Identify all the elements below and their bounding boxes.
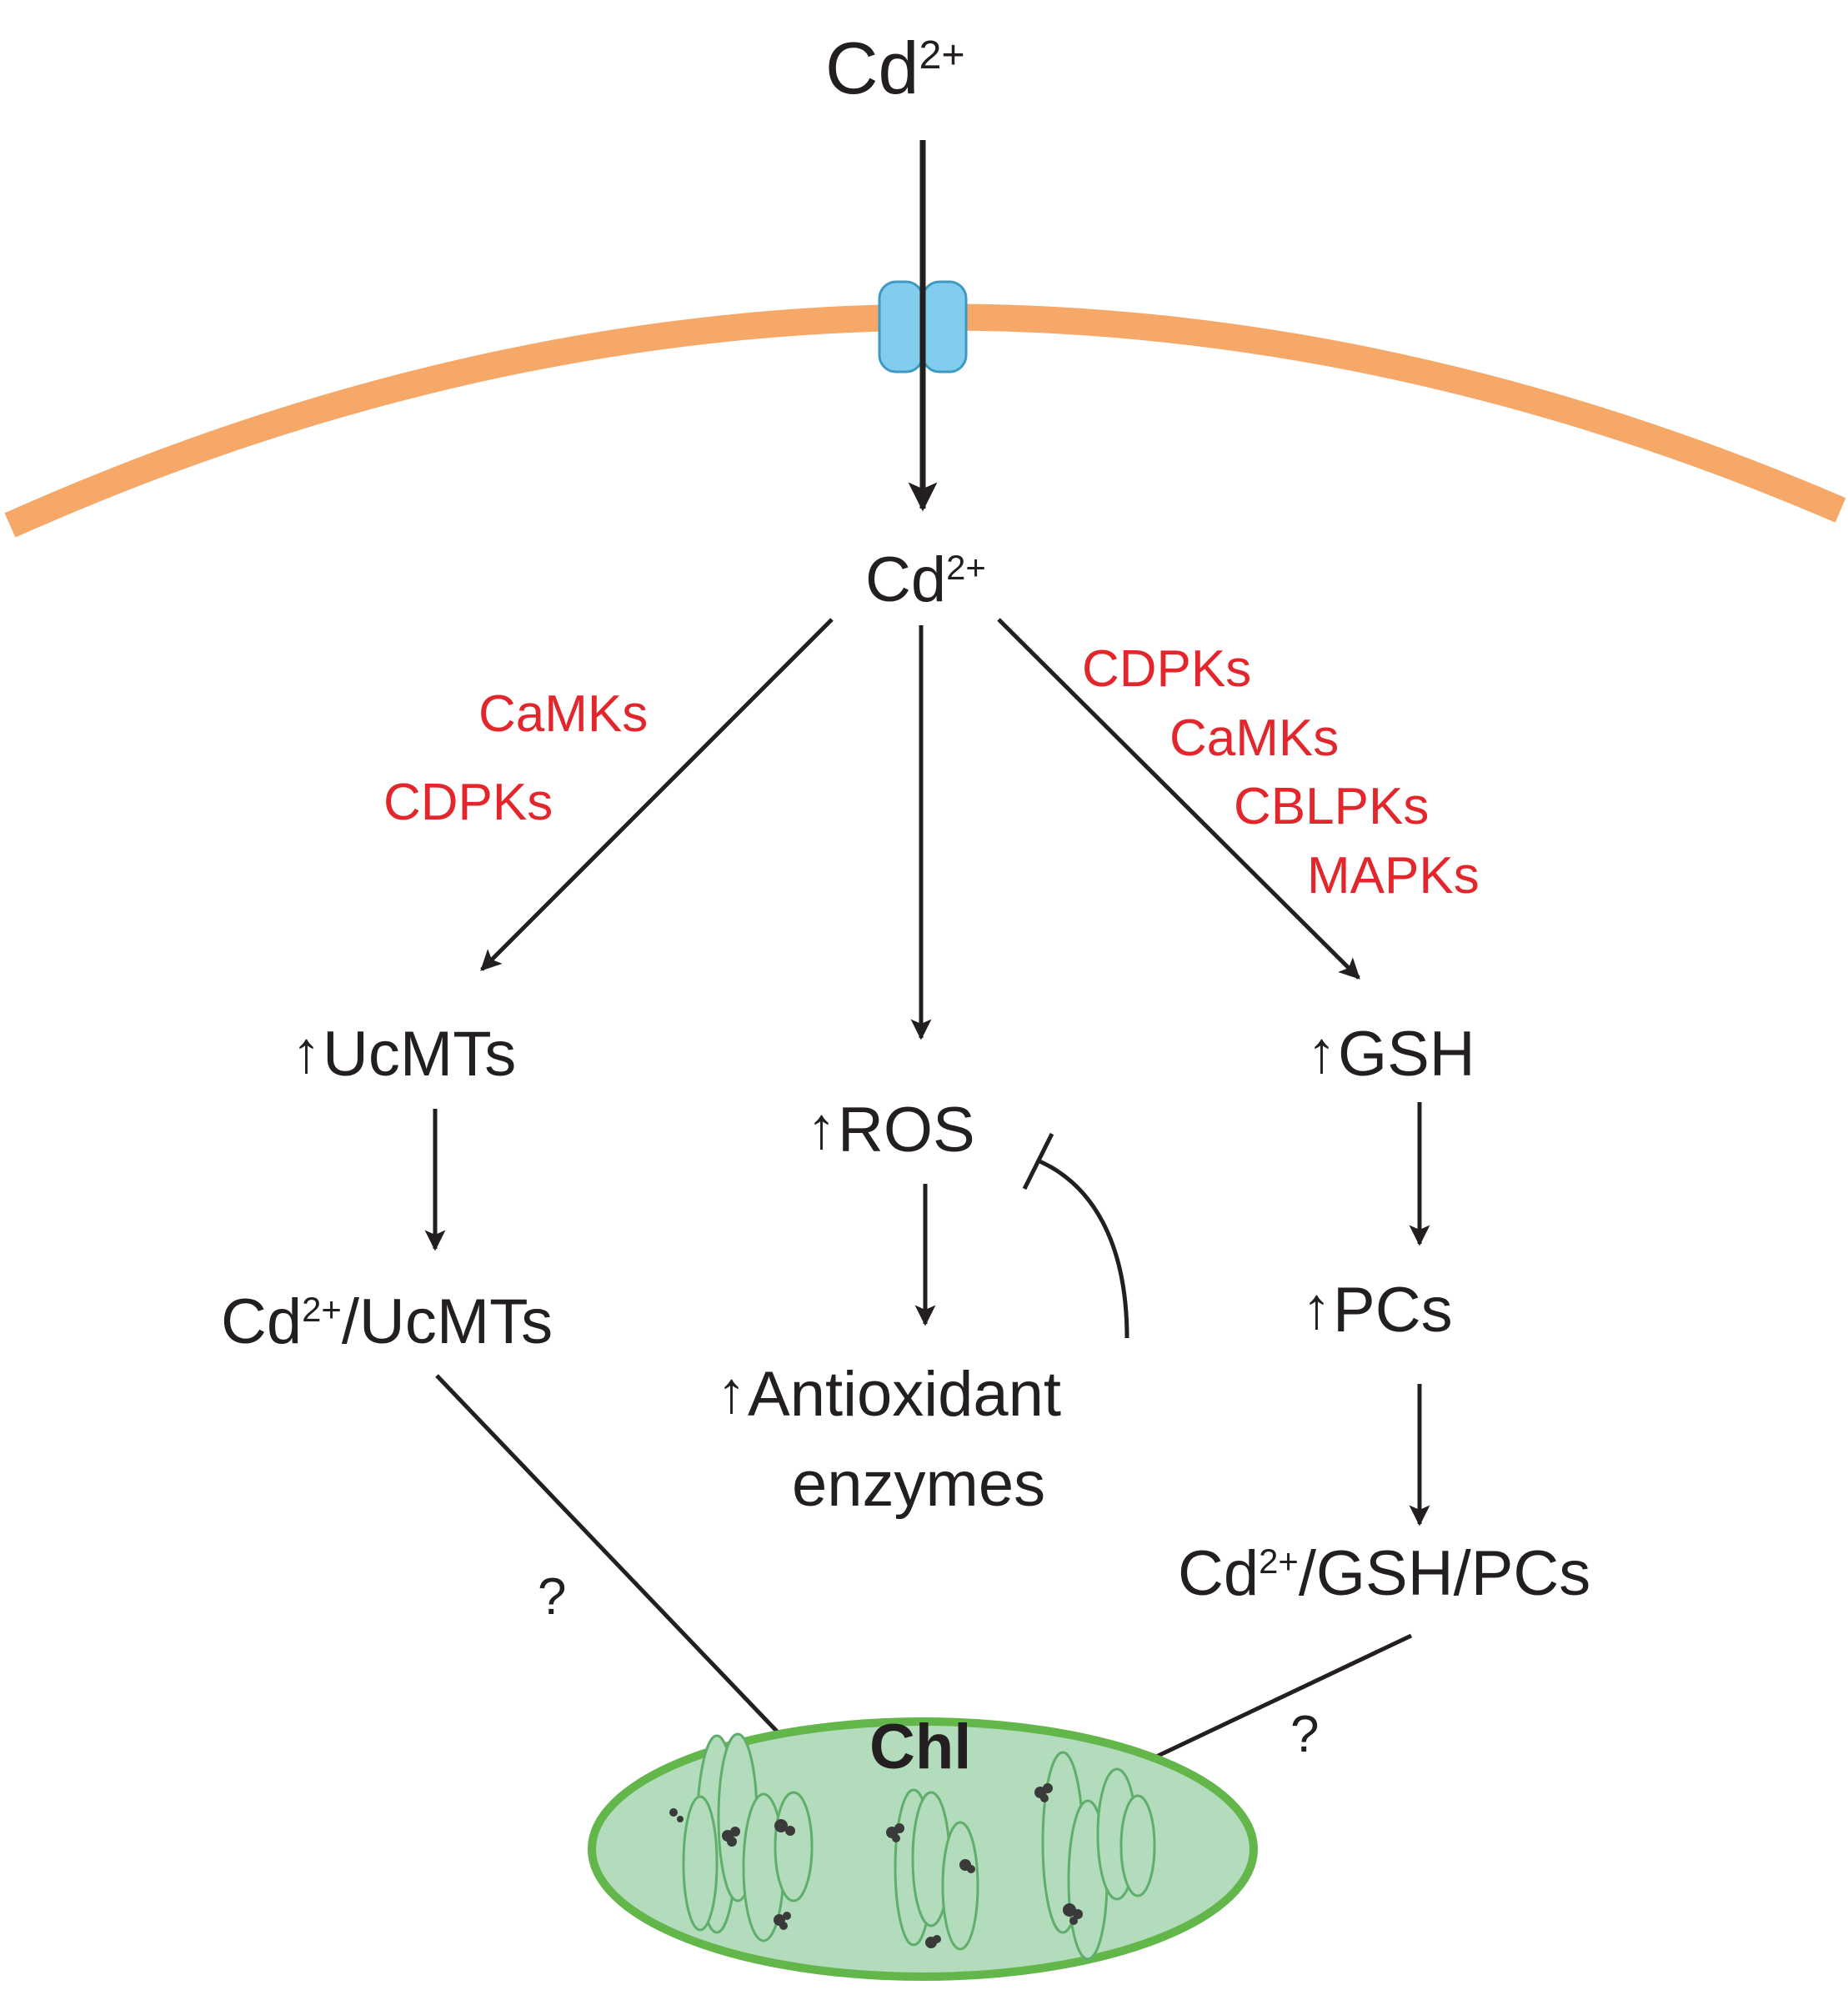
arrow-ucmts-complex-to-chl	[435, 1374, 821, 1777]
right-kinase-mapks: MAPKs	[1307, 847, 1480, 905]
node-ros: ↑ROS	[807, 1099, 975, 1162]
node-pcs: ↑PCs	[1302, 1279, 1453, 1342]
arrow-to-ucmts	[480, 618, 834, 971]
node-pcs-label: PCs	[1333, 1275, 1453, 1346]
question-mark-left: ?	[538, 1568, 567, 1626]
node-gsh: ↑GSH	[1307, 1023, 1475, 1086]
grana-stack-right	[1041, 1751, 1156, 1961]
ion-charge: 2+	[1259, 1541, 1299, 1581]
ion-charge: 2+	[302, 1290, 342, 1330]
node-ucmts-label: UcMTs	[323, 1019, 517, 1090]
grana-dots	[669, 1783, 1083, 1948]
node-cd-gsh-pcs-complex: Cd2+/GSH/PCs	[1178, 1542, 1590, 1606]
ion-symbol: Cd	[221, 1286, 303, 1357]
chloroplast-icon	[588, 1717, 1258, 1981]
complex-suffix: /GSH/PCs	[1298, 1538, 1591, 1609]
up-arrow-icon: ↑	[717, 1360, 746, 1425]
extracellular-cd-ion: Cd2+	[825, 32, 965, 105]
ion-charge: 2+	[919, 33, 965, 78]
up-arrow-icon: ↑	[1302, 1276, 1331, 1341]
left-kinase-camks: CaMKs	[478, 685, 649, 743]
node-cd-ucmts-complex: Cd2+/UcMTs	[221, 1291, 553, 1354]
node-ros-label: ROS	[838, 1095, 975, 1165]
inhibition-bar	[1022, 1132, 1054, 1190]
grana-stack-left	[682, 1732, 814, 1942]
intracellular-cd-ion: Cd2+	[865, 549, 986, 612]
node-antioxidant-enzymes: ↑Antioxidant	[717, 1363, 1061, 1426]
up-arrow-icon: ↑	[292, 1020, 321, 1085]
membrane-channel-icon	[878, 280, 968, 373]
node-antioxidant-enzymes-line2: enzymes	[792, 1449, 1046, 1520]
chloroplast-label: Chl	[869, 1712, 972, 1782]
ion-symbol: Cd	[865, 544, 947, 615]
inhibition-curve	[1037, 1158, 1129, 1339]
up-arrow-icon: ↑	[1307, 1020, 1336, 1085]
arrow-to-gsh	[997, 618, 1360, 980]
right-kinase-cdpks: CDPKs	[1082, 640, 1252, 698]
up-arrow-icon: ↑	[807, 1095, 836, 1160]
node-gsh-label: GSH	[1338, 1019, 1475, 1090]
right-kinase-cblpks: CBLPKs	[1234, 778, 1430, 835]
grana-stack-center	[894, 1788, 979, 1951]
node-antioxidant-label-line1: Antioxidant	[748, 1359, 1062, 1430]
question-mark-right: ?	[1290, 1706, 1320, 1763]
left-kinase-cdpks: CDPKs	[383, 774, 553, 831]
right-kinase-camks: CaMKs	[1169, 709, 1340, 767]
ion-symbol: Cd	[1178, 1538, 1260, 1609]
complex-suffix: /UcMTs	[341, 1286, 553, 1357]
ion-symbol: Cd	[825, 27, 919, 109]
ion-charge: 2+	[946, 548, 986, 588]
node-ucmts: ↑UcMTs	[292, 1023, 516, 1086]
